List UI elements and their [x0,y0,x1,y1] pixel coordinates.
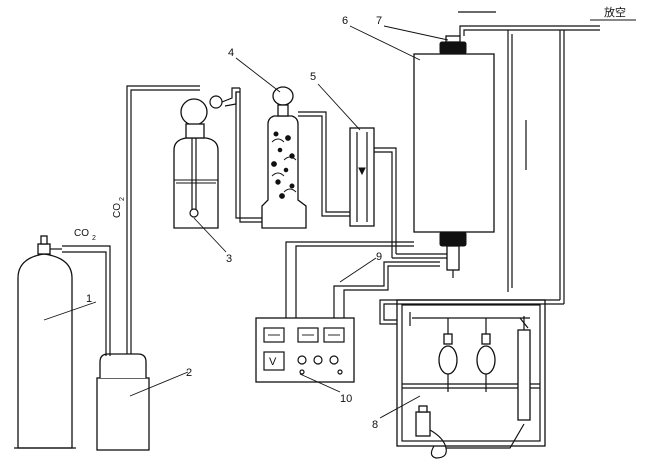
label-3: 3 [226,253,232,265]
label-7: 7 [376,15,382,27]
label-8: 8 [372,419,378,431]
analysis-cabinet [379,299,564,459]
absorber-right [476,318,496,392]
leader-lines [43,25,449,419]
tube-furnace [413,35,495,278]
co2-supply-pipe [126,85,200,354]
label-9: 9 [376,251,382,263]
burette [517,316,531,421]
label-6: 6 [342,15,348,27]
label-2: 2 [186,367,192,379]
drying-tower [261,86,307,229]
control-wiring [285,241,440,318]
label-10: 10 [340,393,352,405]
label-4: 4 [228,47,234,59]
co2-label-vertical: CO 2 [112,197,126,218]
pipe-4-to-5 [298,111,350,217]
absorber-left [438,318,458,392]
component-labels: 1 2 3 4 5 6 7 8 9 10 [86,15,382,431]
vent-label: 放空 [604,5,626,19]
svg-text:CO: CO [112,203,123,218]
svg-text:2: 2 [119,197,126,201]
pipe-3-to-4 [235,88,262,223]
voltmeter-label: V [269,356,277,368]
svg-text:CO: CO [74,228,89,239]
label-5: 5 [310,71,316,83]
absorption-bottle [173,87,240,229]
co2-cylinder [14,235,76,449]
co2-label-horizontal: CO 2 [74,228,96,242]
buffer-vessel [96,350,150,451]
cylinder-outlet-pipe [62,245,111,350]
desiccant-particles [271,131,297,199]
svg-text:2: 2 [92,235,96,242]
label-1: 1 [86,293,92,305]
wash-bottle [415,405,525,459]
flowmeter [349,127,397,258]
controller-unit: V [255,317,355,383]
vent-pipe [458,11,600,304]
pipe-to-furnace [392,253,447,259]
